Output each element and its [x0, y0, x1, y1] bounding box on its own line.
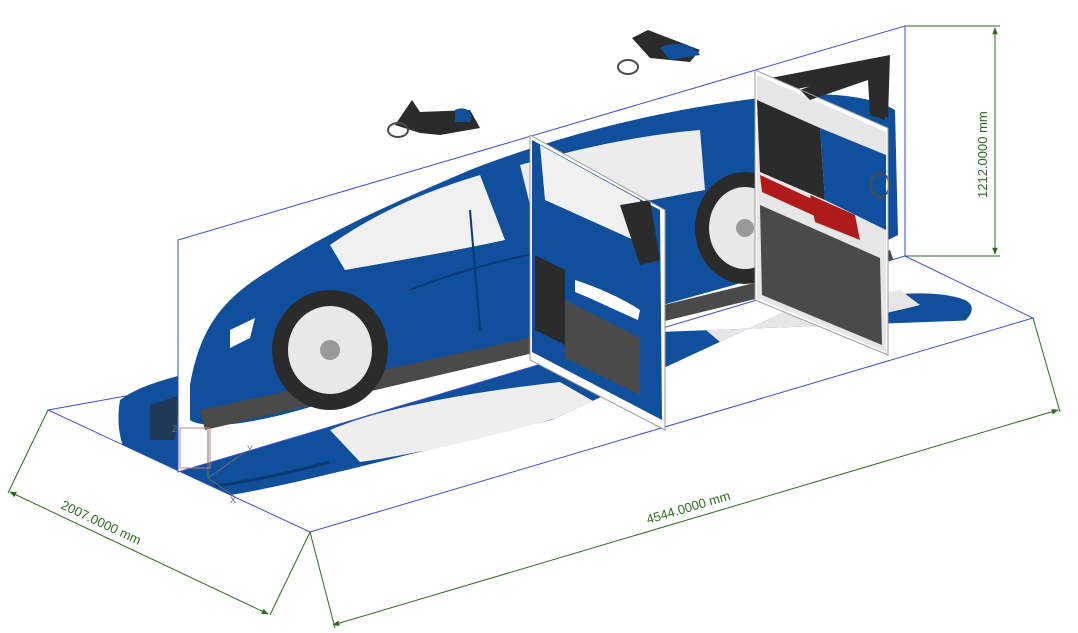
length-extension-line-left [309, 531, 336, 629]
car-front-view-icon [532, 140, 662, 420]
length-dimension-line [332, 409, 1059, 626]
width-extension-line-right [269, 531, 311, 616]
width-dimension-line [9, 491, 269, 615]
width-extension-line-left [7, 409, 49, 494]
front-view-panel [529, 134, 666, 431]
car-wing-fragment-icon [387, 30, 700, 138]
axis-y-label: Y [247, 444, 253, 454]
height-dimension-label: 1212.0000 mm [975, 111, 990, 198]
length-extension-line-right [1032, 317, 1061, 413]
length-dimension-label: 4544.0000 mm [645, 488, 732, 527]
width-dimension-label: 2007.0000 mm [59, 497, 144, 548]
dimension-height: 1212.0000 mm [905, 25, 1000, 257]
axis-z-label: Z [172, 424, 178, 434]
front-wheel-icon [272, 290, 388, 410]
car-rear-view-icon [757, 60, 890, 352]
axis-x-label: X [230, 495, 236, 505]
rear-view-panel [754, 60, 890, 356]
